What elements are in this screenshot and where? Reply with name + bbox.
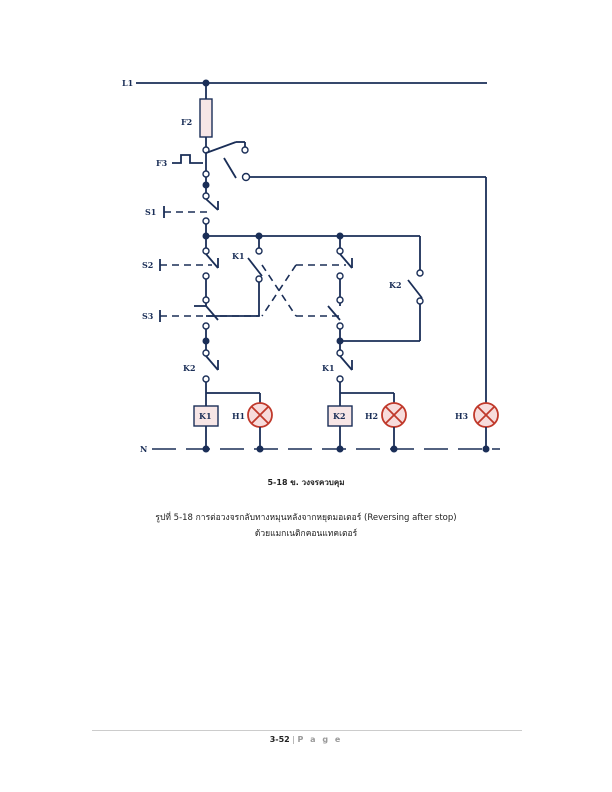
footer-divider [92,730,522,731]
lamp-h3 [473,402,499,428]
figure-caption-line1: รูปที่ 5-18 การต่อวงจรกลับทางหมุนหลังจาก… [155,513,457,523]
page-number: 3-52 [269,735,290,744]
label-h3: H3 [455,411,469,421]
label-k1-coil: K1 [199,411,212,421]
page-word: P a g e [297,735,343,744]
label-l1: L1 [122,78,133,88]
label-f3: F3 [156,158,168,168]
label-s1: S1 [145,207,156,217]
label-f2: F2 [181,117,192,127]
figure-caption-line2: ด้วยแมกเนติกคอนแทคเตอร์ [254,529,358,539]
label-s2: S2 [142,260,153,270]
page-footer: 3-52 | P a g e [0,735,612,744]
label-k1-contact: K1 [232,251,245,261]
subfigure-caption: 5-18 ข. วงจรควบคุม [267,478,345,487]
lamp-h1 [247,402,273,428]
lamp-h2 [381,402,407,428]
label-s3: S3 [142,311,154,321]
label-n: N [140,444,147,454]
label-k2-contact: K2 [389,280,402,290]
footer-separator: | [292,735,295,744]
label-k2-interlock: K2 [183,363,196,373]
fuse-f2 [199,98,213,138]
label-h2: H2 [365,411,378,421]
label-h1: H1 [232,411,245,421]
control-circuit-diagram: L1 F2 F3 S1 S2 S3 K1 K2 K2 K1 K1 K2 H1 H… [122,78,500,454]
label-k1-interlock: K1 [322,363,335,373]
label-k2-coil: K2 [333,411,346,421]
f3-thermal-symbol [172,154,203,164]
